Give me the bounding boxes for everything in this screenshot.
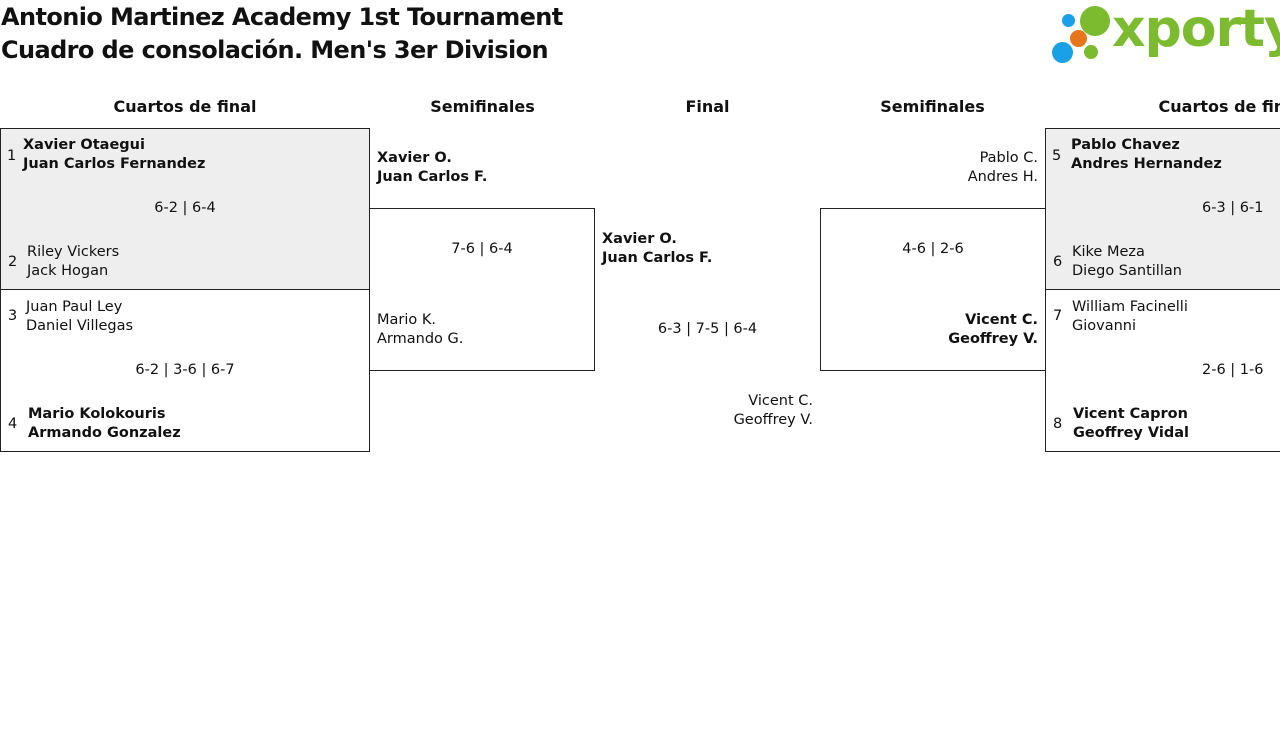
match-score-final: 6-3 | 7-5 | 6-4 [657, 321, 758, 337]
player-name: Riley Vickers [27, 244, 120, 260]
match-score: 4-6 | 2-6 [902, 241, 964, 257]
player-name: Andres Hernandez [1071, 156, 1222, 172]
seed-number: 7 [1053, 308, 1063, 324]
draw-subtitle: Cuadro de consolación. Men's 3er Divisio… [1, 36, 549, 64]
match-box-qf-left-2[interactable]: 3 Juan Paul Ley Daniel Villegas 6-2 | 3-… [0, 289, 370, 452]
seed-number: 3 [8, 308, 18, 324]
player-name: Vicent C. [965, 312, 1038, 328]
player-name: Diego Santillan [1072, 263, 1182, 279]
player-name: Xavier O. [377, 150, 452, 166]
player-name: Mario K. [377, 312, 436, 328]
player-name: Xavier O. [602, 231, 677, 247]
player-name: Juan Carlos F. [377, 169, 488, 185]
seed-number: 6 [1053, 254, 1063, 270]
player-name: Vicent Capron [1073, 406, 1188, 422]
player-name: Juan Carlos Fernandez [23, 156, 206, 172]
column-header-semifinals-right: Semifinales [880, 97, 985, 116]
seed-number: 2 [8, 254, 18, 270]
match-score: 6-3 | 6-1 [1202, 200, 1264, 216]
seed-number: 8 [1053, 416, 1063, 432]
logo-dot-green [1080, 6, 1110, 36]
match-score: 2-6 | 1-6 [1202, 362, 1264, 378]
player-name: Jack Hogan [27, 263, 109, 279]
match-box-qf-right-1[interactable]: 5 Pablo Chavez Andres Hernandez 6-3 | 6-… [1045, 128, 1280, 290]
column-header-semifinals-left: Semifinales [430, 97, 535, 116]
player-name: Daniel Villegas [26, 318, 134, 334]
player-name: Vicent C. [748, 393, 813, 409]
match-box-sf-left[interactable]: 7-6 | 6-4 Mario K. Armando G. [369, 208, 595, 371]
column-header-quarterfinals-left: Cuartos de final [113, 97, 257, 116]
player-name: Mario Kolokouris [28, 406, 166, 422]
player-name: Geoffrey V. [733, 412, 813, 428]
player-name: Kike Meza [1072, 244, 1145, 260]
player-name: Andres H. [967, 169, 1038, 185]
match-box-qf-right-2[interactable]: 7 William Facinelli Giovanni 2-6 | 1-6 8… [1045, 289, 1280, 452]
player-name: Geoffrey Vidal [1073, 425, 1189, 441]
player-name: Juan Paul Ley [26, 299, 123, 315]
seed-number: 4 [8, 416, 18, 432]
column-header-final: Final [685, 97, 730, 116]
player-name: Armando G. [377, 331, 464, 347]
match-score: 7-6 | 6-4 [451, 241, 513, 257]
match-box-sf-right[interactable]: 4-6 | 2-6 Vicent C. Geoffrey V. [820, 208, 1046, 371]
seed-number: 1 [7, 148, 17, 164]
logo-dot-green-small [1084, 45, 1098, 59]
player-name: Juan Carlos F. [602, 250, 713, 266]
tournament-title: Antonio Martinez Academy 1st Tournament [1, 3, 563, 31]
logo-dot-blue-small [1062, 14, 1075, 27]
player-name: Xavier Otaegui [23, 137, 145, 153]
match-box-qf-left-1[interactable]: 1 Xavier Otaegui Juan Carlos Fernandez 6… [0, 128, 370, 290]
player-name: Armando Gonzalez [28, 425, 181, 441]
player-name: Geoffrey V. [948, 331, 1038, 347]
match-score: 6-2 | 6-4 [154, 200, 216, 216]
column-header-quarterfinals-right: Cuartos de final [1158, 97, 1280, 116]
logo-wordmark: xporty [1112, 0, 1280, 59]
logo-dot-blue [1052, 42, 1073, 63]
player-name: Giovanni [1072, 318, 1137, 334]
xporty-logo: xporty [1050, 0, 1280, 66]
match-score: 6-2 | 3-6 | 6-7 [135, 362, 235, 378]
player-name: Pablo Chavez [1071, 137, 1180, 153]
logo-dot-orange [1070, 30, 1087, 47]
player-name: Pablo C. [979, 150, 1038, 166]
player-name: William Facinelli [1072, 299, 1188, 315]
seed-number: 5 [1052, 148, 1062, 164]
